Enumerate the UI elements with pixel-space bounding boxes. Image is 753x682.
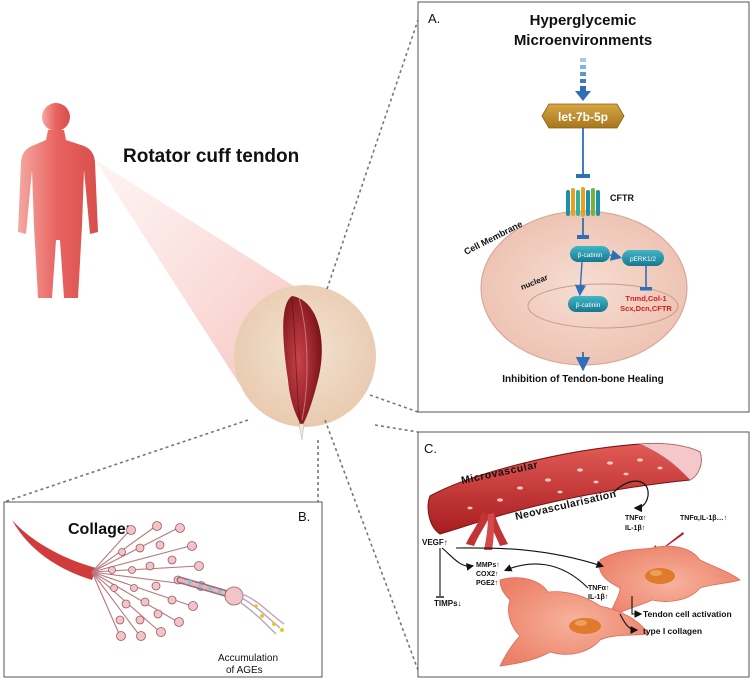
beta-catinin-label-2: β-catinin (576, 302, 601, 309)
timps-label: TIMPs↓ (434, 599, 462, 608)
panel-c: C. Microvascular Neovascularisation TNFα… (417, 431, 750, 678)
vegf-label: VEGF↑ (422, 538, 448, 547)
genes-line-1: Tnmd,Col-1 (625, 294, 666, 303)
muscle-icon (283, 296, 322, 441)
tnf-top-label: TNFα↑ (625, 515, 646, 522)
main-title: Rotator cuff tendon (123, 146, 299, 167)
cytokines-label: TNFα,IL-1β…↑ (680, 515, 727, 522)
panel-b: B. Collagen (3, 501, 323, 678)
panel-a-label: A. (428, 11, 440, 26)
outcome-label: Inhibition of Tendon-bone Healing (502, 374, 663, 385)
mirna-label: let-7b-5p (558, 110, 608, 124)
ages-label-line-1: Accumulation (218, 653, 278, 664)
il-top-label: IL-1β↑ (625, 525, 645, 532)
type-i-collagen-label: type I collagen (643, 626, 702, 636)
tendon-cell-upper (598, 545, 741, 622)
beta-catinin-label-1: β-catinin (578, 252, 603, 259)
perk-pill: pERK1/2 (622, 250, 664, 266)
connector-lines (3, 19, 419, 671)
il-mid-label: IL-1β↑ (588, 594, 608, 601)
panel-a-title-line1: Hyperglycemic (530, 12, 637, 29)
tendon-tip-icon (12, 520, 96, 580)
panel-c-label: C. (424, 441, 437, 456)
activation-label: Tendon cell activation (643, 609, 732, 619)
human-figure (18, 103, 98, 298)
panel-b-label: B. (298, 509, 310, 524)
upregulation-arrow (575, 58, 591, 101)
perk-label: pERK1/2 (630, 256, 656, 263)
nucleus (527, 283, 679, 329)
pge2-label: PGE2↑ (476, 580, 498, 587)
beta-catinin-pill-2: β-catinin (568, 296, 608, 312)
cftr-channel-icon (566, 187, 600, 217)
blood-vessel-icon (427, 443, 702, 550)
cftr-label: CFTR (610, 193, 634, 203)
ages-label-line-2: of AGEs (226, 665, 263, 676)
cox2-label: COX2↑ (476, 571, 499, 578)
genes-line-2: Scx,Dcn,CFTR (620, 304, 672, 313)
tnf-mid-label: TNFα↑ (588, 585, 609, 592)
panel-a-title-line2: Microenvironments (514, 32, 652, 49)
mmps-label: MMPs↑ (476, 562, 500, 569)
panel-a: A. Hyperglycemic Microenvironments let-7… (417, 1, 750, 413)
fibril-strand-icon (176, 576, 285, 635)
beta-catinin-pill-1: β-catinin (570, 246, 610, 262)
cell-body (480, 210, 688, 366)
mirna-box: let-7b-5p (541, 103, 625, 129)
tendon-cell-lower (499, 577, 649, 667)
collagen-title: Collagen (68, 521, 136, 538)
